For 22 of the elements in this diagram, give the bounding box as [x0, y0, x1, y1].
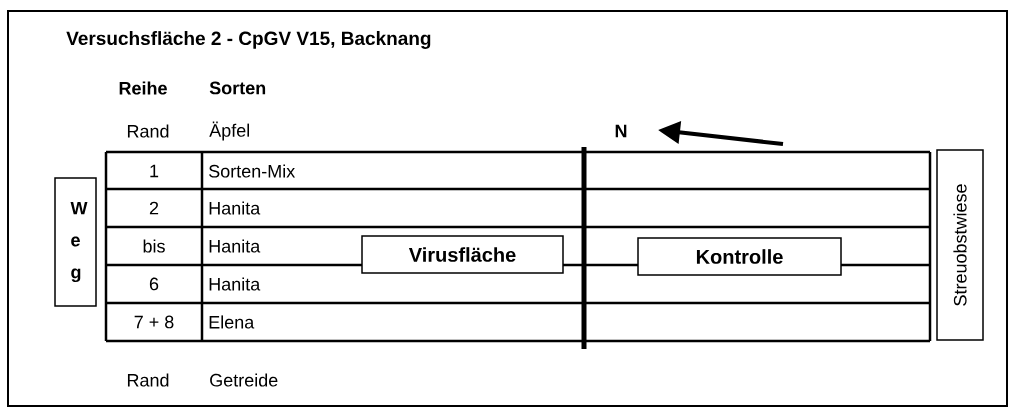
side-box: Streuobstwiese — [936, 149, 984, 341]
table-cell: Sorten-Mix — [209, 164, 296, 178]
table-cell: 1 — [150, 164, 159, 178]
area-box: Kontrolle — [637, 237, 842, 276]
area-box: Virusfläche — [361, 235, 564, 274]
table-cell: 2 — [149, 201, 159, 215]
side-box: W e g — [54, 177, 97, 307]
table-cell: Hanita — [209, 277, 261, 291]
table-cell: 7 + 8 — [134, 315, 174, 329]
table-cell: Elena — [209, 315, 255, 329]
table-cell: 6 — [149, 277, 159, 291]
column-header: Sorten — [209, 81, 266, 95]
table-cell: bis — [143, 239, 165, 253]
table-cell: Hanita — [209, 201, 261, 215]
title: Versuchsfläche 2 - CpGV V15, Backnang — [66, 31, 431, 49]
north-label: N — [615, 124, 627, 138]
edge-row-label: Rand — [127, 373, 169, 387]
edge-row-label: Äpfel — [209, 121, 249, 141]
column-header: Reihe — [119, 81, 167, 95]
edge-row-label: Rand — [127, 124, 169, 138]
table-cell: Hanita — [209, 239, 261, 253]
edge-row-label: Getreide — [210, 373, 278, 387]
